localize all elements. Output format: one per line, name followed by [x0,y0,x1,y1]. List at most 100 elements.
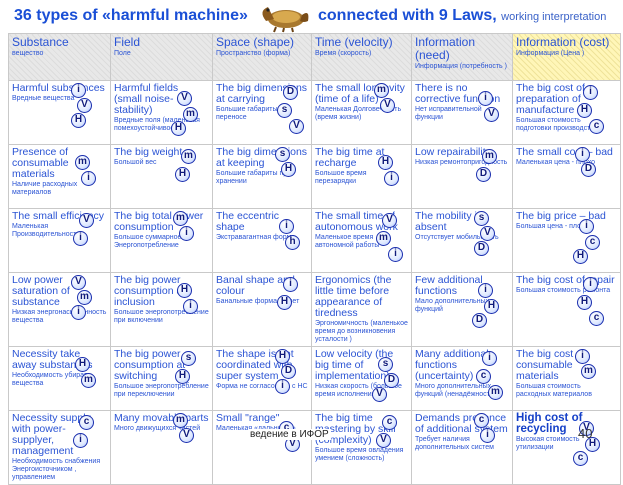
law-badge: V [71,275,86,290]
law-badge: m [376,231,391,246]
law-badge: m [81,373,96,388]
header-en: Space (shape) [216,35,295,49]
footer-caption: ведение в ИФОР [248,429,331,440]
law-badge: H [277,295,292,310]
cell-en: The big dimensions at carrying [216,82,308,105]
law-badge: i [583,85,598,100]
law-badge: D [281,364,296,379]
cell-en: The big time at recharge [315,146,385,169]
law-badge: i [478,91,493,106]
cell-en: The shape is not coordinated with super … [216,348,294,382]
header-ru: Поле [114,50,131,57]
table-row: Necessity supply with power-supplyer, ma… [8,410,621,485]
law-badge: D [476,167,491,182]
law-badge: H [281,162,296,177]
cell-en: Ergonomics (the little time before appea… [315,274,392,319]
law-badge: c [589,311,604,326]
law-badge: i [575,349,590,364]
cell-ru: Много дополнительных функций (ненадёжнос… [415,383,496,398]
cell-en: The big cost of consumable materials [516,348,585,382]
law-badge: i [81,171,96,186]
law-badge: m [77,290,92,305]
header-en: Substance [12,35,69,49]
law-badge: D [283,85,298,100]
cell-ru: Большая цена - плохо [516,223,589,230]
title-part-2: connected with 9 Laws, working interpret… [318,7,607,24]
law-badge: i [478,283,493,298]
law-badge: i [73,433,88,448]
cell-ru: Вредные поля (маленькая помехоустойчивос… [114,117,200,132]
dragon-mascot-icon [262,7,309,33]
title-subtitle: working interpretation [501,11,607,23]
law-badge: s [474,211,489,226]
law-badge: i [179,226,194,241]
cell-ru: Маленькая Производительность [12,223,80,238]
law-badge: i [583,277,598,292]
law-badge: i [71,305,86,320]
cell-ru: Экстравагантная форма [216,234,296,241]
cell-en: The big weight [114,146,183,158]
title-part-1: 36 types of «harmful machine» [14,7,248,24]
cell-ru: Необходимость снабжения Энергоисточником… [12,458,101,481]
law-badge: i [482,351,497,366]
law-badge: H [175,167,190,182]
law-badge: H [484,299,499,314]
header-en: Time (velocity) [315,35,393,49]
cell-en: The small efficiency [12,210,105,222]
law-badge: V [376,433,391,448]
law-badge: V [177,91,192,106]
law-badge: c [476,369,491,384]
cell-ru: Большое время перезарядки [315,170,367,185]
cell-en: Low velocity (the big time of implementa… [315,348,394,382]
cell-ru: Форма не согласована с НС [216,383,308,390]
cell-ru: Низкая энергонасыщенность вещества [12,309,107,324]
cell: The small longevity (time of a life)Мале… [311,80,412,145]
cell-ru: Отсутствует мобильность [415,234,499,241]
cell-ru: Маленькая цена - плохо [516,159,596,166]
law-badge: m [183,107,198,122]
header-ru: Время (скорость) [315,50,372,57]
law-badge: i [575,147,590,162]
law-badge: H [171,121,186,136]
column-header: Space (shape)Пространство (форма) [212,33,312,81]
header-ru: Информация (потребность ) [415,63,507,70]
law-badge: m [374,83,389,98]
law-badge: V [289,119,304,134]
law-badge: D [474,241,489,256]
cell-ru: Маленькая «дальность» [216,425,296,432]
law-badge: V [372,387,387,402]
cell-ru: Большое суммарное Энергопотребление [114,234,182,249]
law-badge: i [275,379,290,394]
law-badge: H [573,249,588,264]
law-badge: h [285,235,300,250]
law-badge: D [472,313,487,328]
cell-ru: Банальные форма и цвет [216,298,300,305]
cell-en: Low repairability [415,146,491,158]
law-badge: i [480,428,495,443]
law-badge: i [183,299,198,314]
law-badge: V [579,421,594,436]
header-en: Field [114,35,141,49]
page-number: 40 [578,426,593,441]
cell: Small "range"Маленькая «дальность»cV [212,410,312,485]
cell-en: Many additional functions (uncertainty) [415,348,489,382]
law-badge: m [488,385,503,400]
